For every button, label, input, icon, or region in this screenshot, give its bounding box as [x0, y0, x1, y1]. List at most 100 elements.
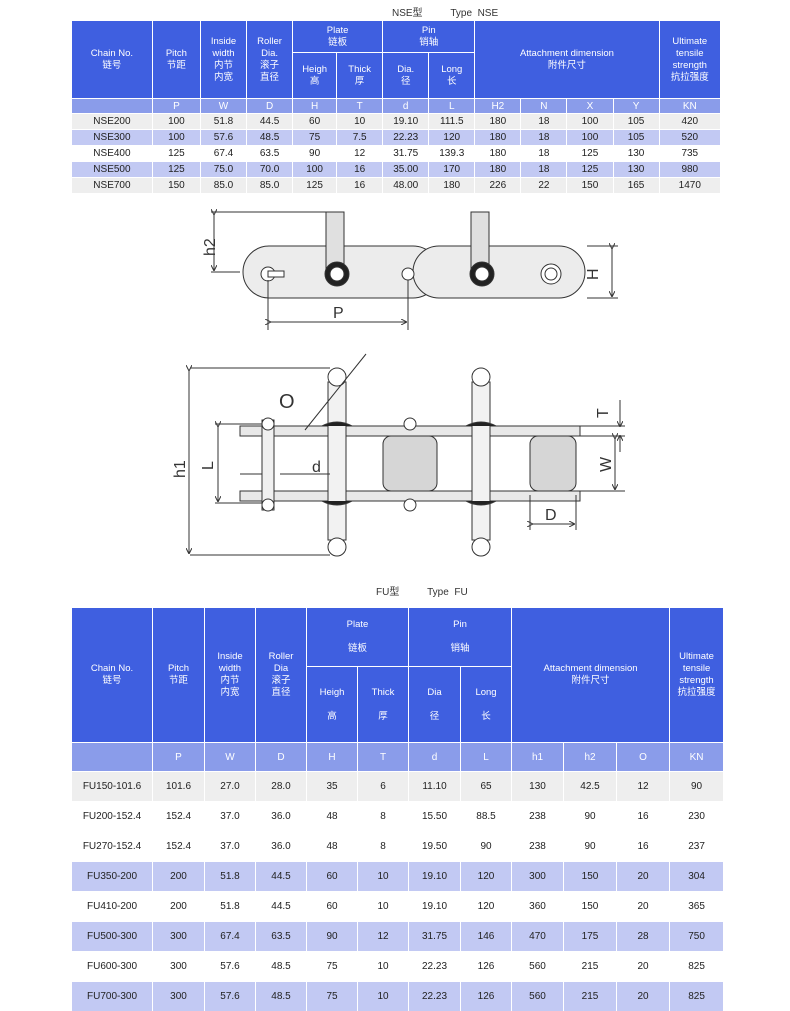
table-cell: 28.0 [256, 772, 307, 802]
table-cell: 120 [429, 130, 475, 146]
fu-title: FU型 Type FU [376, 583, 468, 598]
table-cell: 18 [521, 130, 567, 146]
table-cell: 10 [358, 952, 409, 982]
table-cell: 150 [567, 178, 613, 194]
table-cell: 75 [307, 982, 358, 1011]
table-cell: 11.10 [409, 772, 461, 802]
chain-no-cell: NSE300 [72, 130, 153, 146]
table-cell: 226 [475, 178, 521, 194]
table-cell: 238 [512, 802, 564, 832]
table-cell: 12 [617, 772, 670, 802]
chain-no-cell: NSE500 [72, 162, 153, 178]
table-cell: 180 [475, 114, 521, 130]
label-P: P [333, 305, 344, 322]
table-cell: 75 [293, 130, 337, 146]
table-cell: 51.8 [200, 114, 246, 130]
table-cell: 19.10 [409, 862, 461, 892]
symbol-blank [72, 99, 153, 114]
table-cell: 27.0 [205, 772, 256, 802]
symbol-cell: T [337, 99, 383, 114]
table-cell: 63.5 [256, 922, 307, 952]
table-cell: 1470 [659, 178, 720, 194]
table-cell: 57.6 [205, 982, 256, 1011]
label-h2: h2 [202, 238, 219, 256]
table-cell: 170 [429, 162, 475, 178]
symbol-cell: H2 [475, 99, 521, 114]
table-cell: 36.0 [256, 802, 307, 832]
table-cell: 146 [461, 922, 512, 952]
symbol-cell: L [461, 743, 512, 772]
symbol-cell: KN [659, 99, 720, 114]
table-cell: 152.4 [153, 832, 205, 862]
table-cell: 67.4 [200, 146, 246, 162]
table-cell: 75.0 [200, 162, 246, 178]
symbol-cell: W [200, 99, 246, 114]
table-cell: 8 [358, 832, 409, 862]
table-cell: 31.75 [409, 922, 461, 952]
table-cell: 139.3 [429, 146, 475, 162]
label-D: D [545, 507, 557, 524]
chain-no-cell: NSE700 [72, 178, 153, 194]
label-O: O [279, 391, 295, 413]
symbol-cell: h1 [512, 743, 564, 772]
table-cell: 22.23 [383, 130, 429, 146]
table-cell: 237 [670, 832, 724, 862]
table-cell: 126 [461, 982, 512, 1011]
table-cell: 560 [512, 952, 564, 982]
table-cell: 300 [153, 952, 205, 982]
table-cell: 12 [337, 146, 383, 162]
table-cell: 10 [358, 982, 409, 1011]
table-cell: 300 [153, 982, 205, 1011]
table-cell: 90 [307, 922, 358, 952]
chain-no-cell: FU350-200 [72, 862, 153, 892]
table-cell: 100 [152, 130, 200, 146]
table-cell: 126 [461, 952, 512, 982]
chain-no-cell: FU200-152.4 [72, 802, 153, 832]
table-cell: 750 [670, 922, 724, 952]
table-cell: 10 [337, 114, 383, 130]
chain-no-cell: NSE400 [72, 146, 153, 162]
table-cell: 18 [521, 114, 567, 130]
table-cell: 16 [337, 178, 383, 194]
table-cell: 48.00 [383, 178, 429, 194]
symbol-cell: KN [670, 743, 724, 772]
table-cell: 825 [670, 982, 724, 1011]
table-cell: 300 [153, 922, 205, 952]
table-cell: 70.0 [247, 162, 293, 178]
table-cell: 120 [461, 892, 512, 922]
table-cell: 6 [358, 772, 409, 802]
table-cell: 520 [659, 130, 720, 146]
table-cell: 44.5 [247, 114, 293, 130]
table-cell: 20 [617, 952, 670, 982]
table-cell: 90 [670, 772, 724, 802]
table-cell: 15.50 [409, 802, 461, 832]
nse-title: NSE型 Type NSE [392, 4, 498, 19]
table-cell: 7.5 [337, 130, 383, 146]
table-cell: 44.5 [256, 892, 307, 922]
symbol-cell: h2 [564, 743, 617, 772]
table-cell: 130 [512, 772, 564, 802]
chain-no-cell: FU410-200 [72, 892, 153, 922]
table-cell: 125 [567, 146, 613, 162]
table-cell: 18 [521, 162, 567, 178]
col-chain-no: Chain No.链号 [72, 608, 153, 743]
table-cell: 22.23 [409, 952, 461, 982]
